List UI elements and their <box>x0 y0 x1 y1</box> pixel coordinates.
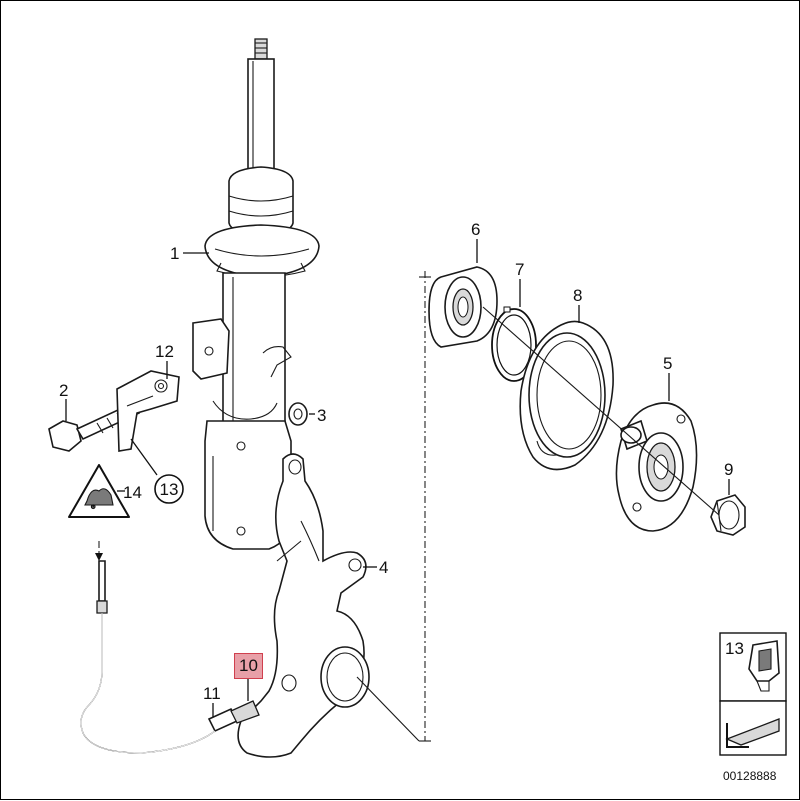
steering-knuckle <box>237 453 370 758</box>
wheel-hub <box>615 402 698 532</box>
label-part-14: 14 <box>123 483 142 502</box>
bolt-head <box>48 420 82 452</box>
label-part-13-circled: 13 <box>154 474 184 504</box>
nut <box>288 402 308 426</box>
inset-direction-arrow <box>725 718 780 746</box>
knuckle-bearing-bore <box>320 646 370 708</box>
label-part-12: 12 <box>155 342 174 361</box>
dust-shield <box>519 320 614 471</box>
label-part-3: 3 <box>317 406 326 425</box>
strut-piston-rod <box>247 58 275 180</box>
strut-thread-tip <box>254 38 268 60</box>
label-part-9: 9 <box>724 460 733 479</box>
label-part-8: 8 <box>573 286 582 305</box>
strut-hose-clip <box>262 346 292 378</box>
svg-text:☻: ☻ <box>89 502 97 511</box>
snap-ring <box>491 306 537 382</box>
label-part-5: 5 <box>663 354 672 373</box>
reference-number: 00128888 <box>723 769 777 783</box>
inset-label-13: 13 <box>725 639 744 658</box>
label-part-6: 6 <box>471 220 480 239</box>
highlighted-part-10-box <box>234 653 263 679</box>
part-labels: 1 2 3 4 5 6 7 8 9 11 12 14 <box>59 220 733 703</box>
label-part-2: 2 <box>59 381 68 400</box>
label-part-11: 11 <box>203 684 221 703</box>
sensor-body <box>230 700 260 724</box>
warning-triangle: ☻ <box>68 464 130 518</box>
label-part-10: 10 <box>239 656 258 675</box>
sensor-connector <box>98 560 106 602</box>
inset-panel <box>719 632 787 756</box>
strut-upper-bracket <box>192 318 230 380</box>
hub-nut <box>710 494 746 536</box>
label-part-4: 4 <box>379 558 388 577</box>
svg-text:13: 13 <box>160 480 179 499</box>
callout-lines <box>65 239 730 717</box>
assembly-axis <box>356 271 720 742</box>
sensor-wire-bracket <box>116 370 180 452</box>
wheel-speed-sensor <box>80 541 260 754</box>
label-part-1: 1 <box>170 244 179 263</box>
label-part-7: 7 <box>515 260 524 279</box>
wheel-bearing <box>428 266 498 348</box>
